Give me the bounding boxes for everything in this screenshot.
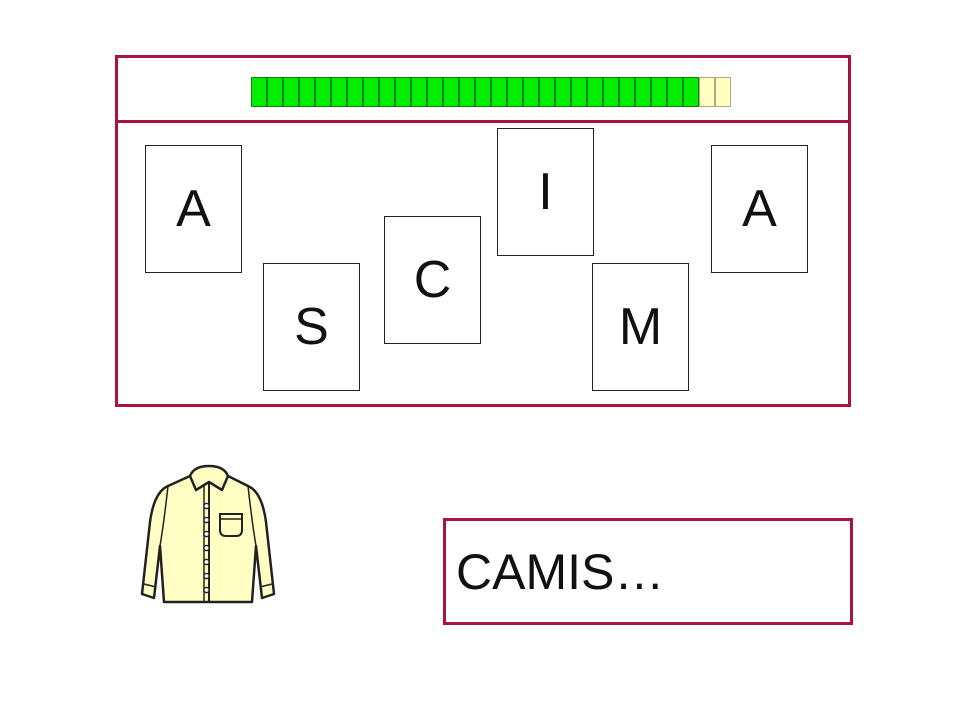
progress-segment-filled [555, 77, 571, 107]
progress-segment-filled [267, 77, 283, 107]
progress-segment-filled [363, 77, 379, 107]
progress-segment-filled [459, 77, 475, 107]
letter-card-c[interactable]: C [384, 216, 481, 344]
progress-segment-filled [667, 77, 683, 107]
progress-segment-filled [523, 77, 539, 107]
progress-segment-filled [251, 77, 267, 107]
progress-segment-filled [379, 77, 395, 107]
letter-card-s[interactable]: S [263, 263, 360, 391]
progress-segment-filled [475, 77, 491, 107]
progress-segment-filled [683, 77, 699, 107]
letter-card-i[interactable]: I [497, 128, 594, 256]
progress-segment-filled [411, 77, 427, 107]
progress-segment-filled [299, 77, 315, 107]
progress-segment-filled [395, 77, 411, 107]
progress-segment-filled [587, 77, 603, 107]
progress-segment-filled [283, 77, 299, 107]
progress-segment-filled [619, 77, 635, 107]
progress-segment-empty [715, 77, 731, 107]
progress-segment-filled [315, 77, 331, 107]
progress-segment-filled [603, 77, 619, 107]
answer-box[interactable]: CAMIS… [443, 518, 853, 625]
progress-segment-filled [331, 77, 347, 107]
board-divider [118, 120, 848, 123]
letter-card-m[interactable]: M [592, 263, 689, 391]
letter-card-a-2[interactable]: A [711, 145, 808, 273]
progress-segment-filled [571, 77, 587, 107]
progress-segment-filled [635, 77, 651, 107]
progress-bar [251, 77, 731, 107]
answer-text: CAMIS… [456, 543, 665, 600]
letter-card-a[interactable]: A [145, 145, 242, 273]
progress-segment-filled [443, 77, 459, 107]
progress-segment-filled [491, 77, 507, 107]
progress-segment-filled [651, 77, 667, 107]
progress-segment-filled [347, 77, 363, 107]
progress-segment-empty [699, 77, 715, 107]
progress-segment-filled [427, 77, 443, 107]
progress-segment-filled [539, 77, 555, 107]
shirt-icon [140, 464, 276, 604]
letter-board [115, 55, 851, 407]
progress-segment-filled [507, 77, 523, 107]
